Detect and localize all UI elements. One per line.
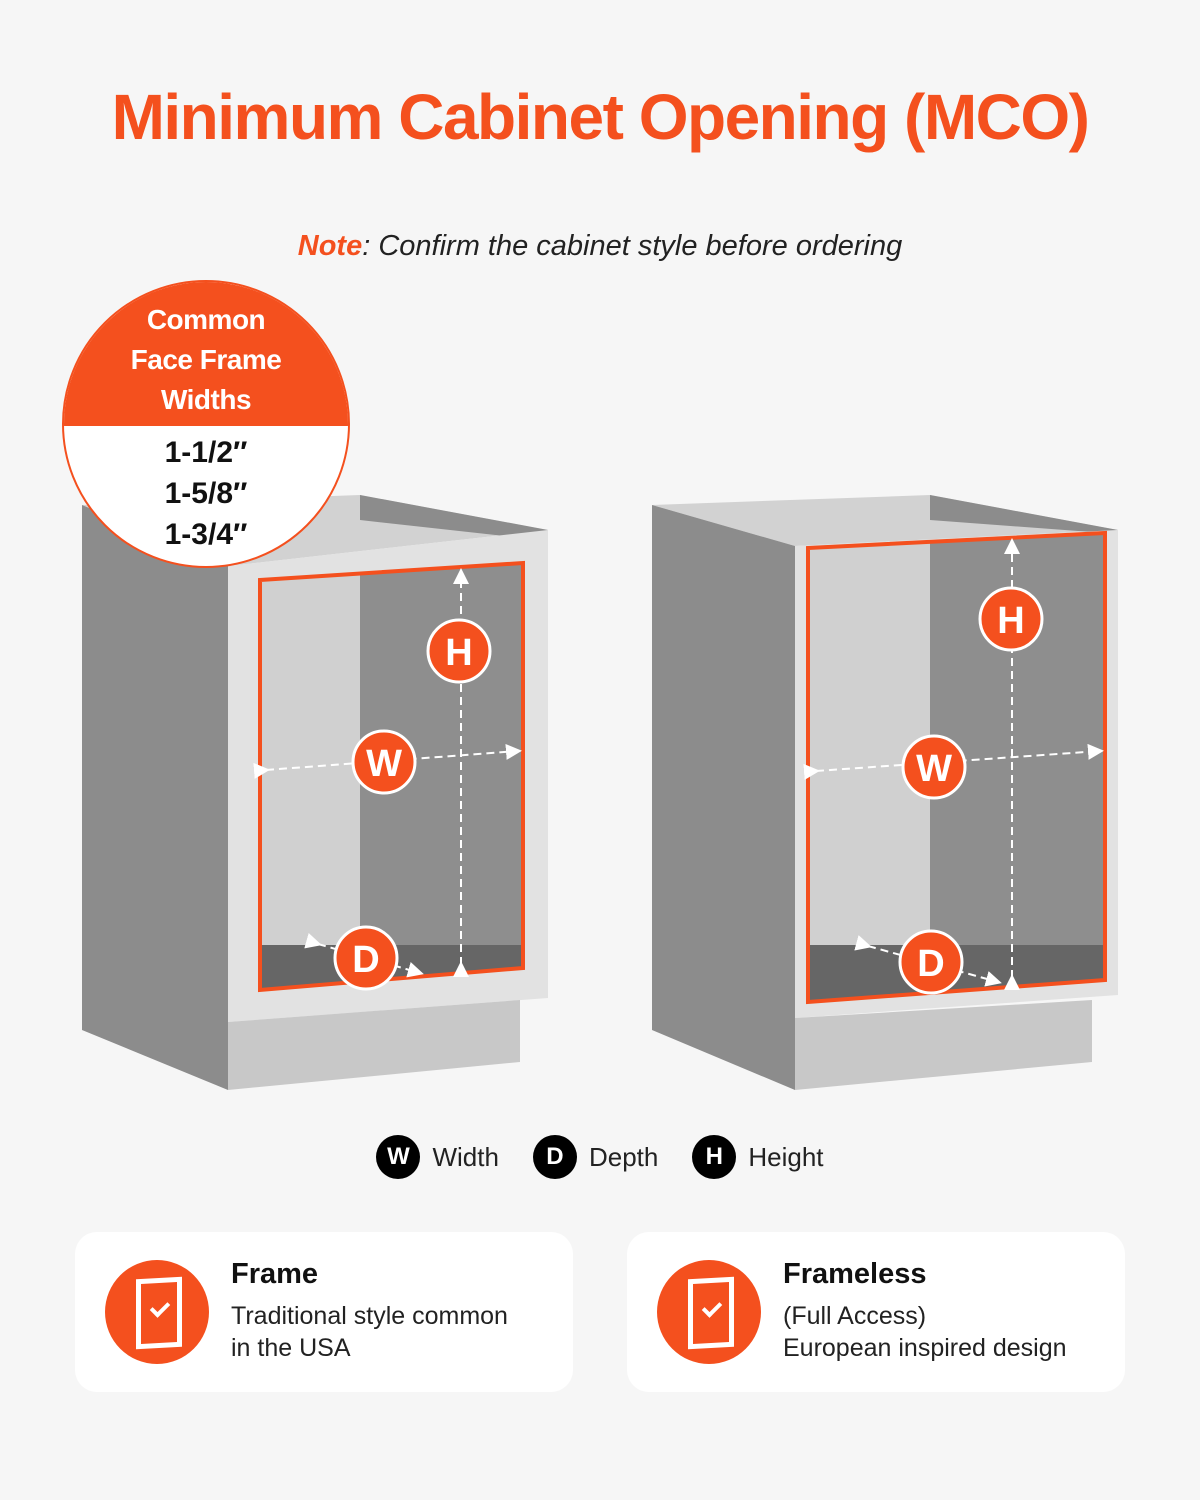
legend-label: Height [748,1141,824,1172]
width-icon: W [376,1135,421,1179]
badge-heading-line: Widths [160,384,252,415]
note: Note: Confirm the cabinet style before o… [0,230,1200,263]
height-marker-left: H [426,618,492,684]
note-text: : Confirm the cabinet style before order… [362,230,903,262]
framed-door-check-icon [657,1260,761,1364]
badge-value: 1-3/4″ [164,518,248,551]
framed-door-check-icon [105,1260,209,1364]
badge-heading-line: Face Frame [130,344,282,375]
frameless-cabinet [652,495,1118,1090]
svg-text:W: W [366,743,402,785]
page-title: Minimum Cabinet Opening (MCO) [111,81,1090,153]
badge-value: 1-5/8″ [164,477,248,510]
legend-item-depth: D Depth [532,1135,659,1179]
svg-text:H: H [445,632,472,674]
width-marker-right: W [901,734,967,800]
card-title: Frameless [783,1258,927,1290]
depth-icon: D [532,1135,577,1179]
badge-value: 1-1/2″ [164,436,248,469]
legend: W Width D Depth H Height [0,1135,1200,1179]
height-marker-right: H [978,586,1044,652]
card-description-line: (Full Access) [783,1302,927,1330]
svg-text:D: D [352,939,379,981]
framed-cabinet [82,495,548,1090]
face-frame-widths-badge: Common Face Frame Widths 1-1/2″ 1-5/8″ 1… [62,280,350,568]
legend-item-height: H Height [692,1135,824,1179]
depth-marker-right: D [898,929,964,995]
card-description-line: Traditional style common [231,1302,508,1330]
legend-label: Depth [588,1141,659,1172]
svg-text:H: H [997,600,1024,642]
legend-label: Width [432,1141,499,1172]
depth-marker-left: D [333,925,399,991]
frameless-card: Frameless (Full Access) European inspired… [627,1232,1125,1392]
svg-text:W: W [916,748,952,790]
note-label: Note [297,230,363,262]
svg-text:D: D [917,943,944,985]
height-icon: H [692,1135,737,1179]
width-marker-left: W [351,729,417,795]
card-description-line: in the USA [231,1334,351,1362]
badge-heading-line: Common [146,304,266,335]
legend-item-width: W Width [376,1135,499,1179]
card-title: Frame [231,1258,319,1290]
card-description-line: European inspired design [783,1334,1067,1362]
frame-card: Frame Traditional style common in the USA [75,1232,573,1392]
